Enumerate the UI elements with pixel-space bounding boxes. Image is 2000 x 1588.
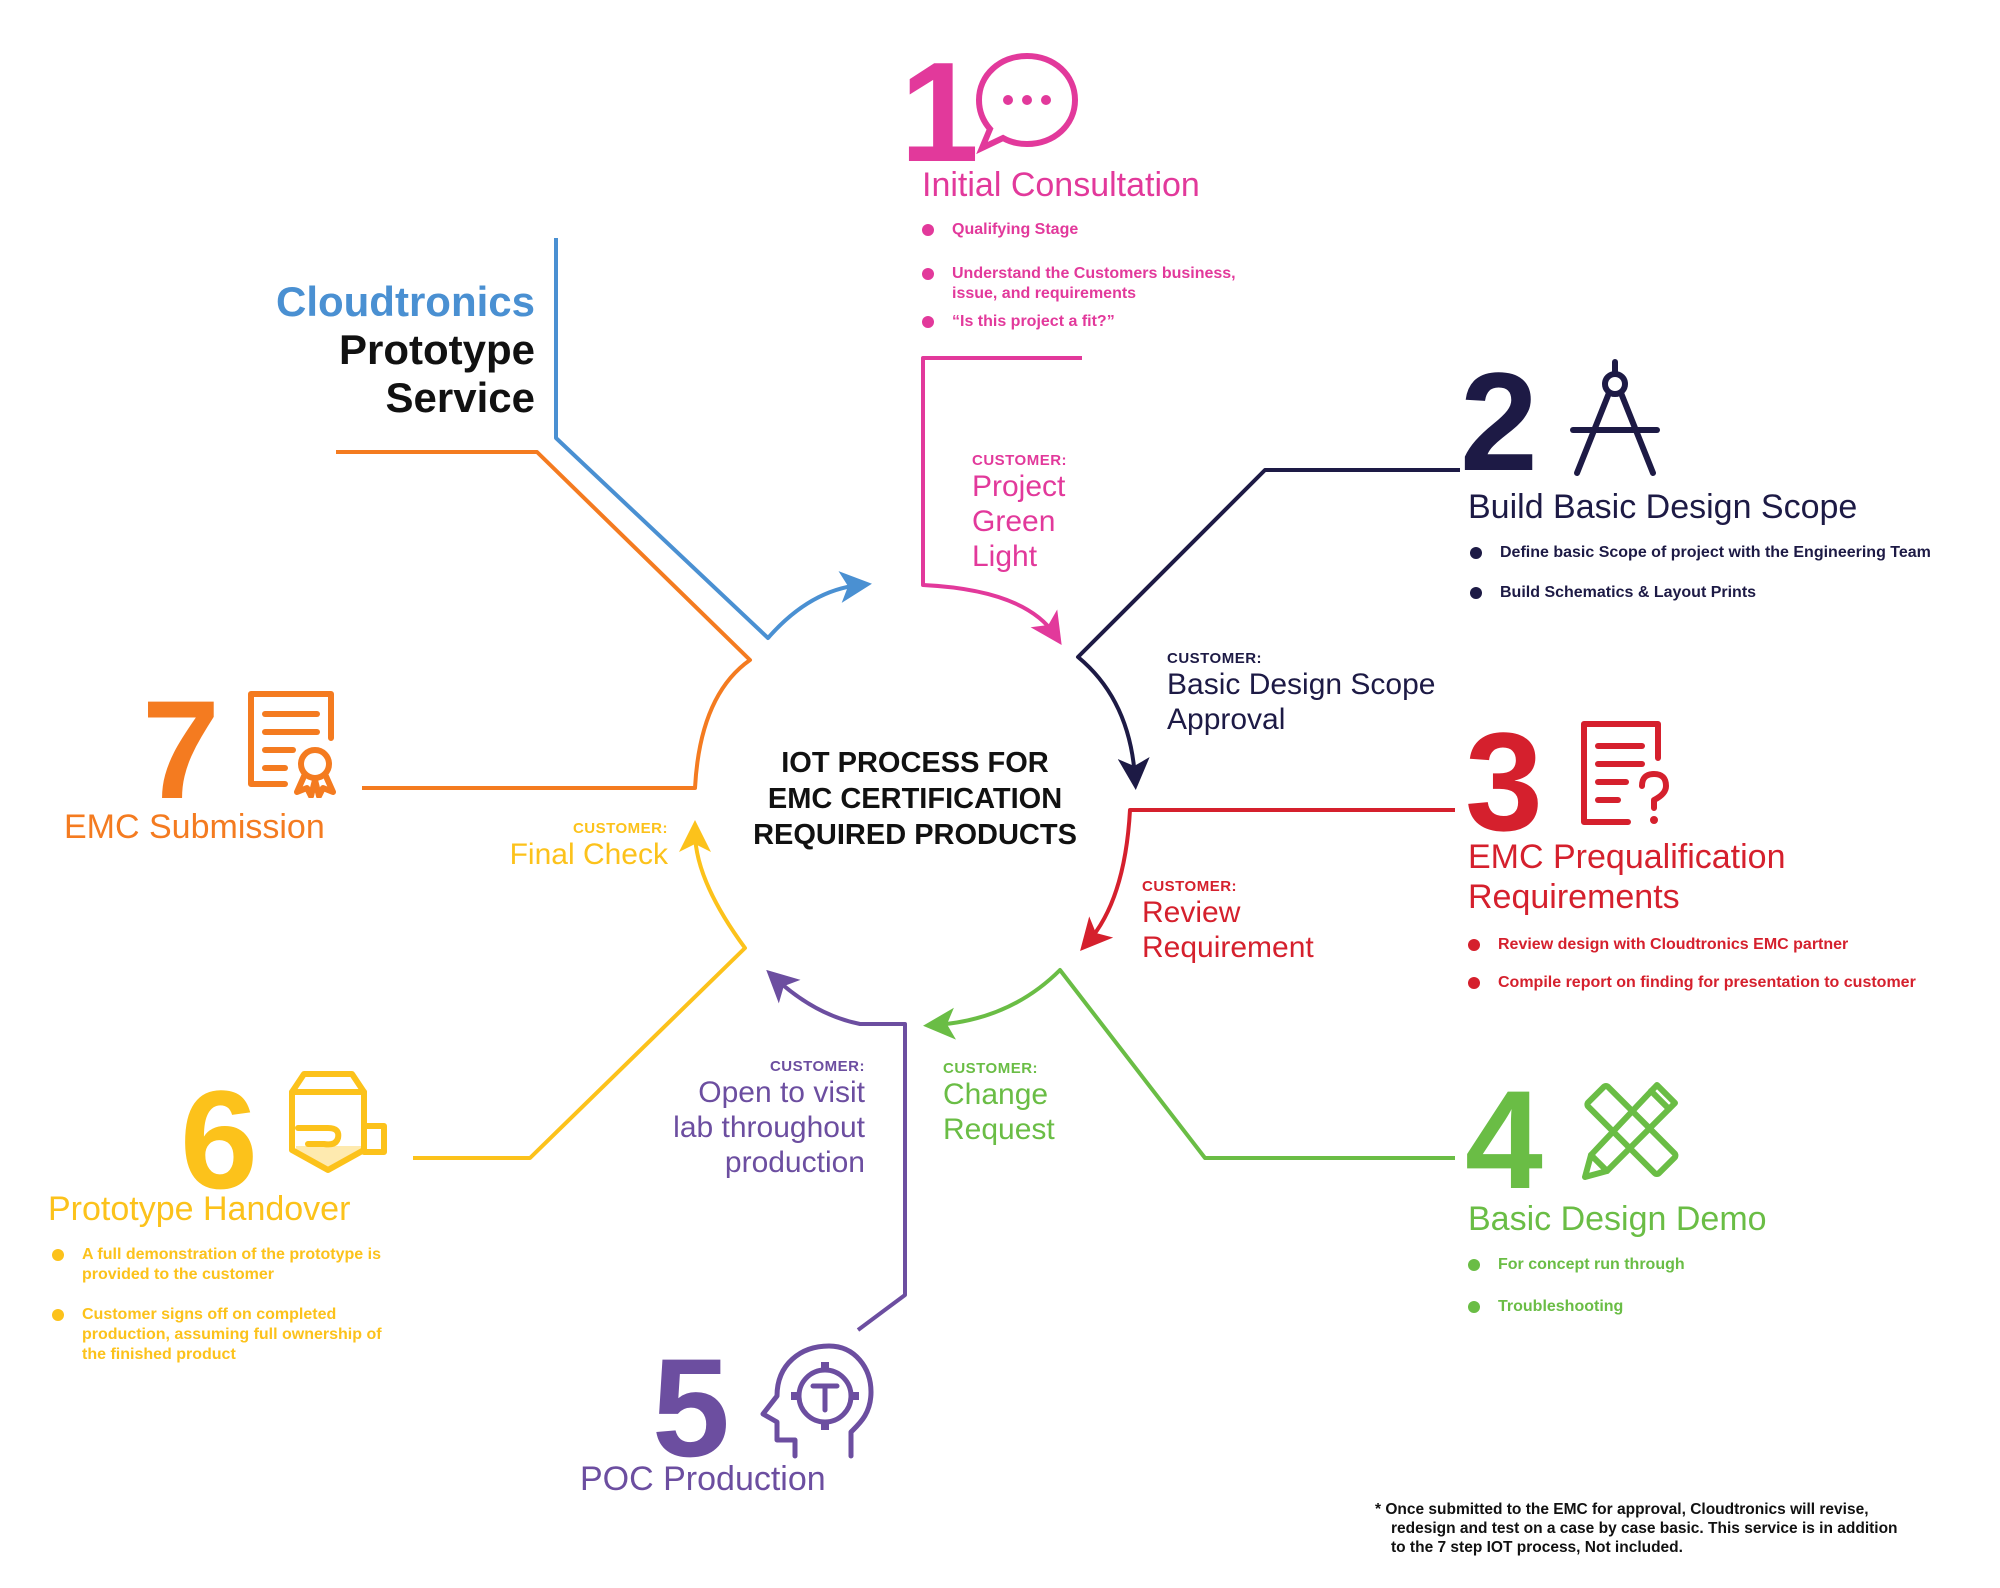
customer-action-text: Project xyxy=(972,470,1066,503)
customer-label: CUSTOMER: xyxy=(1167,650,1263,667)
speech-bubble-icon xyxy=(975,52,1079,155)
step-1-number: 1 xyxy=(900,33,979,192)
step-4-title: Basic Design Demo xyxy=(1468,1200,1767,1238)
customer-action-6: CUSTOMER: Final Check xyxy=(460,820,668,872)
step-7-number: 7 xyxy=(142,671,220,828)
footnote-line-1: * Once submitted to the EMC for approval… xyxy=(1375,1501,1869,1518)
step-6-title: Prototype Handover xyxy=(48,1190,351,1228)
customer-action-text: Basic Design Scope xyxy=(1167,668,1436,701)
step-6-bullets: A full demonstration of the prototype is… xyxy=(52,1245,397,1365)
connector-step-7 xyxy=(336,450,752,790)
customer-label: CUSTOMER: xyxy=(943,1060,1039,1077)
customer-label: CUSTOMER: xyxy=(769,1058,865,1075)
step-3-title-line-1: EMC Prequalification xyxy=(1468,838,1786,876)
customer-action-2: CUSTOMER: Basic Design Scope Approval xyxy=(1167,650,1435,737)
footnote-line-2: redesign and test on a case by case basi… xyxy=(1391,1520,1898,1537)
step-2-bullet: Define basic Scope of project with the E… xyxy=(1470,543,1990,563)
step-1-bullets: Qualifying Stage Understand the Customer… xyxy=(922,220,1282,332)
step-7-title: EMC Submission xyxy=(64,808,325,846)
customer-action-text: Open to visit xyxy=(698,1076,865,1109)
step-3-number: 3 xyxy=(1465,703,1543,860)
customer-action-4: CUSTOMER: Change Request xyxy=(943,1060,1055,1147)
step-1-title: Initial Consultation xyxy=(922,166,1200,204)
footnote: * Once submitted to the EMC for approval… xyxy=(1375,1500,1975,1557)
connector-step-6 xyxy=(413,820,747,1160)
customer-label: CUSTOMER: xyxy=(572,820,668,837)
customer-action-1: CUSTOMER: Project Green Light xyxy=(972,452,1067,574)
customer-action-text: Final Check xyxy=(509,838,668,871)
step-3-bullet: Compile report on finding for presentati… xyxy=(1468,973,1988,993)
customer-action-text: Approval xyxy=(1167,703,1286,736)
step-3-bullets: Review design with Cloudtronics EMC part… xyxy=(1468,935,1988,993)
customer-action-text: Review xyxy=(1142,896,1241,929)
step-4-bullets: For concept run through Troubleshooting xyxy=(1468,1255,1928,1317)
center-line-2: EMC CERTIFICATION xyxy=(767,783,1063,815)
step-3-title: EMC Prequalification Requirements xyxy=(1468,837,1785,917)
step-6-number: 6 xyxy=(180,1061,258,1218)
brand-line-3: Service xyxy=(385,374,535,421)
step-6-bullet: A full demonstration of the prototype is… xyxy=(52,1245,397,1285)
center-line-3: REQUIRED PRODUCTS xyxy=(753,819,1077,851)
connector-brand xyxy=(554,238,872,640)
connector-step-2 xyxy=(1076,468,1460,790)
customer-action-text: Change xyxy=(943,1078,1049,1111)
step-5-title: POC Production xyxy=(580,1460,826,1498)
center-line-1: IOT PROCESS FOR xyxy=(781,747,1049,779)
customer-action-3: CUSTOMER: Review Requirement xyxy=(1142,878,1314,965)
step-3-bullet: Review design with Cloudtronics EMC part… xyxy=(1468,935,1988,955)
connector-step-4 xyxy=(923,968,1455,1160)
step-1-bullet: “Is this project a fit?” xyxy=(922,312,1282,332)
drafting-compass-icon xyxy=(1570,359,1660,476)
head-gear-icon xyxy=(760,1343,874,1459)
step-2-bullets: Define basic Scope of project with the E… xyxy=(1470,543,1990,603)
step-3-title-line-2: Requirements xyxy=(1468,878,1680,916)
brand-title: Cloudtronics Prototype Service xyxy=(200,278,535,422)
customer-action-5: CUSTOMER: Open to visit lab throughout p… xyxy=(560,1058,865,1180)
certificate-icon xyxy=(248,691,336,798)
step-2-number: 2 xyxy=(1460,343,1538,500)
customer-action-text: Green xyxy=(972,505,1056,538)
customer-action-text: Requirement xyxy=(1142,931,1314,964)
connector-step-3 xyxy=(1080,808,1455,952)
customer-action-text: Request xyxy=(943,1113,1055,1146)
step-5-number: 5 xyxy=(652,1329,730,1486)
hand-package-icon xyxy=(289,1071,387,1173)
customer-label: CUSTOMER: xyxy=(1142,878,1238,895)
step-4-number: 4 xyxy=(1465,1061,1543,1218)
brand-name: Cloudtronics xyxy=(276,278,535,325)
document-question-icon xyxy=(1581,721,1669,825)
step-4-bullet: For concept run through xyxy=(1468,1255,1928,1275)
center-title: IOT PROCESS FOR EMC CERTIFICATION REQUIR… xyxy=(700,745,1130,853)
pencil-ruler-icon xyxy=(1582,1082,1679,1180)
step-2-title: Build Basic Design Scope xyxy=(1468,488,1858,526)
customer-action-text: production xyxy=(724,1146,865,1179)
step-1-bullet: Understand the Customers business, issue… xyxy=(922,264,1282,304)
step-6-bullet: Customer signs off on completed producti… xyxy=(52,1305,397,1365)
customer-action-text: lab throughout xyxy=(673,1111,865,1144)
connector-step-5 xyxy=(766,969,907,1332)
step-1-bullet: Qualifying Stage xyxy=(922,220,1282,240)
footnote-line-3: to the 7 step IOT process, Not included. xyxy=(1391,1539,1683,1556)
connector-step-1 xyxy=(921,356,1082,645)
brand-line-2: Prototype xyxy=(338,326,535,373)
step-2-bullet: Build Schematics & Layout Prints xyxy=(1470,583,1990,603)
step-4-bullet: Troubleshooting xyxy=(1468,1297,1928,1317)
customer-action-text: Light xyxy=(972,540,1038,573)
customer-label: CUSTOMER: xyxy=(972,452,1068,469)
